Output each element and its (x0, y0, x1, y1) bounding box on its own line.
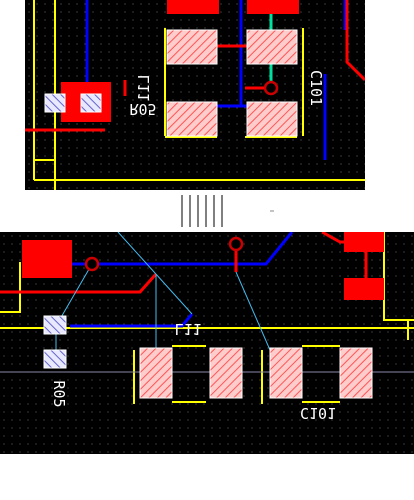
copper-fill-bottom-a (22, 240, 72, 278)
bottom-layer-traces-top (85, 0, 347, 160)
pcb-canvas-bottom[interactable]: R05 L11 C101 (0, 232, 414, 454)
label-c101-bottom: C101 (300, 404, 336, 422)
copper-fill-top-a (167, 0, 219, 14)
via-bottom-1[interactable] (84, 256, 100, 272)
label-l11-bottom: L11 (174, 320, 201, 338)
bottom-layer-traces-bottom (70, 232, 294, 328)
via-top[interactable] (263, 80, 279, 96)
c101-pad-1 (246, 29, 298, 65)
copper-fill-top-b (247, 0, 299, 14)
l11-pad-2-b (209, 347, 243, 399)
copper-fill-bottom-c (344, 278, 384, 300)
c101-pad-2 (246, 101, 298, 137)
top-layer-traces-top (25, 0, 365, 132)
l11-pad-2 (166, 101, 218, 137)
label-r05-top: R05 (129, 100, 156, 118)
pcb-canvas-top[interactable]: R05 L11 C101 (25, 0, 365, 190)
separator-marks (181, 195, 274, 227)
pcb-view-bottom[interactable]: R05 L11 C101 (0, 232, 414, 454)
label-c101-top: C101 (307, 70, 325, 106)
l11-pad-1 (166, 29, 218, 65)
r05-pad-1-b[interactable] (43, 315, 67, 335)
r05-pad-2[interactable] (80, 93, 102, 113)
copper-fill-bottom-b (344, 232, 384, 252)
pcb-view-top[interactable]: R05 L11 C101 (25, 0, 365, 190)
silkscreen-lines-bottom (0, 232, 414, 404)
pad-group-top[interactable] (166, 29, 298, 137)
label-l11-top: L11 (135, 74, 153, 101)
label-r05-bottom: R05 (50, 380, 68, 407)
r05-pad-2-b[interactable] (43, 349, 67, 369)
c101-pad-1-b (269, 347, 303, 399)
l11-pad-1-b (139, 347, 173, 399)
r05-pad-1[interactable] (44, 93, 66, 113)
c101-pad-2-b (339, 347, 373, 399)
via-bottom-2[interactable] (228, 236, 244, 252)
pad-group-bottom[interactable] (139, 347, 373, 399)
